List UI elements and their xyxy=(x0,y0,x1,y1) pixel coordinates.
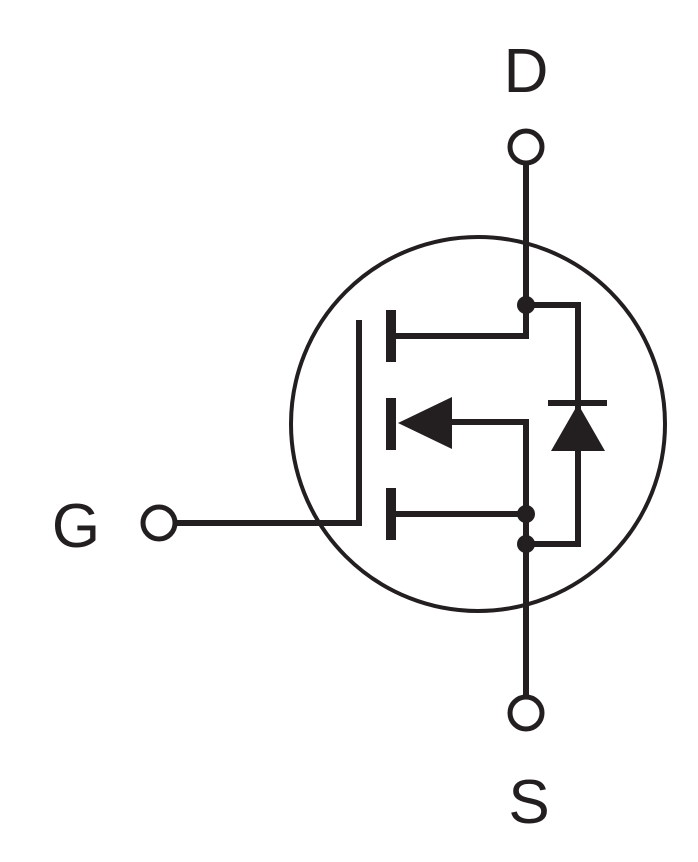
body-arrow-icon xyxy=(398,397,452,449)
source-terminal xyxy=(507,694,545,732)
drain-terminal xyxy=(507,128,545,166)
gate-terminal xyxy=(140,504,178,542)
source-label: S xyxy=(508,768,549,837)
enclosure-circle xyxy=(289,235,667,613)
gate-lead xyxy=(175,320,362,526)
gate-label: G xyxy=(52,492,100,561)
junction-dot-drain xyxy=(517,296,535,314)
junction-dot-source-channel xyxy=(517,505,535,523)
junction-dot-source-diode xyxy=(517,535,535,553)
drain-label: D xyxy=(504,37,549,106)
diode-triangle-icon xyxy=(551,404,605,451)
